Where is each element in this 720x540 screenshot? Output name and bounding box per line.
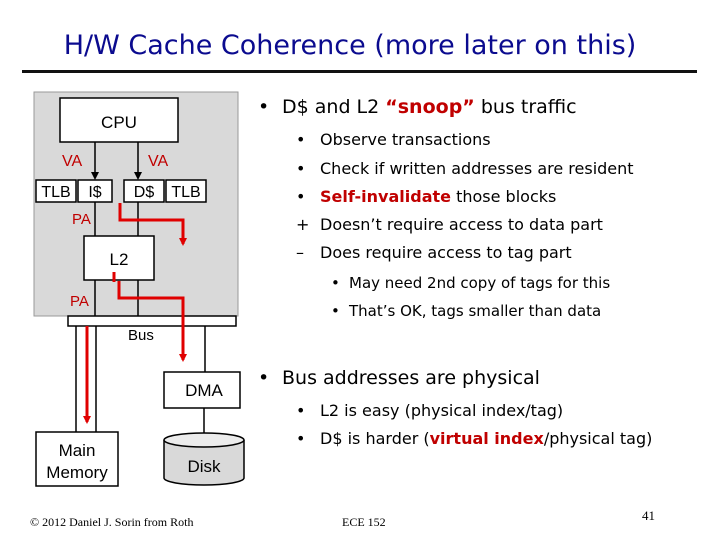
va-left-label: VA	[62, 153, 82, 170]
bullet-marker: •	[296, 429, 306, 448]
bullet-marker: •	[296, 401, 306, 420]
footer-course: ECE 152	[342, 515, 386, 529]
bus-label: Bus	[128, 327, 154, 344]
snoop-arrow-dcache	[118, 203, 187, 246]
sub-bullet-l2: •L2 is easy (physical index/tag)	[296, 401, 564, 420]
sub-bullet-minus: –Does require access to tag part	[296, 243, 572, 262]
bullet-marker: •	[296, 159, 306, 178]
minus-marker: –	[296, 243, 304, 262]
disk-top	[163, 432, 245, 448]
bus-bar	[67, 315, 237, 327]
subsub-bullet-copy: •May need 2nd copy of tags for this	[331, 274, 611, 292]
bullet-marker: •	[331, 302, 340, 320]
dma-box	[163, 371, 241, 409]
dcache-box	[123, 179, 165, 203]
cpu-label: CPU	[101, 113, 137, 132]
sub-bullet-dcache: •D$ is harder (virtual index/physical ta…	[296, 429, 653, 448]
bullet-marker: •	[296, 187, 306, 206]
l2-box	[83, 235, 155, 281]
bullet-bus-physical: •Bus addresses are physical	[258, 367, 540, 389]
sub-bullet-invalidate: •Self-invalidate those blocks	[296, 187, 557, 206]
sub-bullet-observe: •Observe transactions	[296, 130, 491, 149]
page-number: 41	[642, 508, 655, 523]
plus-marker: +	[296, 215, 310, 234]
pa-top-label: PA	[72, 211, 91, 228]
subsub-bullet-ok: •That’s OK, tags smaller than data	[331, 302, 602, 320]
snoop-arrow-l2	[117, 281, 187, 362]
sub-bullet-plus: +Doesn’t require access to data part	[296, 215, 603, 234]
bullet-marker: •	[331, 274, 340, 292]
slide-title: H/W Cache Coherence (more later on this)	[63, 30, 637, 61]
dcache-label: D$	[134, 184, 155, 201]
bullet-snoop: •D$ and L2 “snoop” bus traffic	[258, 96, 577, 118]
itlb-box	[35, 179, 77, 203]
disk-cylinder	[163, 440, 245, 486]
dtlb-box	[165, 179, 207, 203]
main-memory-label-1: Main	[59, 441, 96, 460]
sub-bullet-check: •Check if written addresses are resident	[296, 159, 634, 178]
main-memory-label-2: Memory	[46, 463, 108, 482]
cpu-box	[59, 97, 179, 143]
disk-label: Disk	[187, 457, 221, 476]
l2-label: L2	[110, 250, 129, 269]
itlb-label: TLB	[41, 184, 70, 201]
pa-bottom-label: PA	[70, 293, 89, 310]
icache-label: I$	[88, 184, 101, 201]
bullet-marker: •	[258, 96, 270, 118]
va-right-label: VA	[148, 153, 168, 170]
footer-copyright: © 2012 Daniel J. Sorin from Roth	[30, 515, 194, 529]
title-underline	[22, 70, 697, 73]
bullet-marker: •	[258, 367, 270, 389]
bullet-marker: •	[296, 130, 306, 149]
dma-label: DMA	[185, 381, 223, 400]
main-memory-box	[35, 431, 119, 487]
dtlb-label: TLB	[171, 184, 200, 201]
